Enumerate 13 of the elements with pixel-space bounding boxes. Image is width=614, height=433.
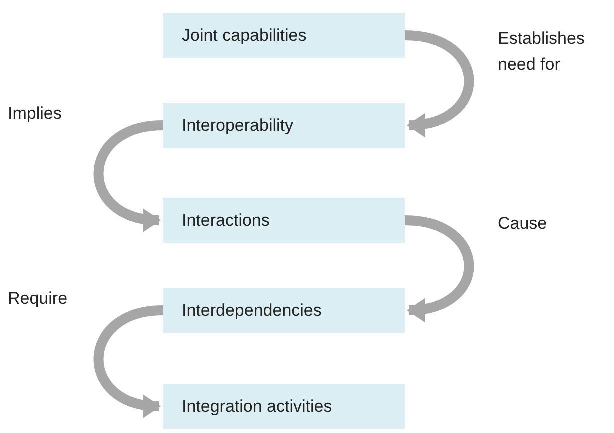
- process-box: Interactions: [163, 198, 405, 243]
- edge-label: Cause: [498, 212, 548, 234]
- process-box: Interdependencies: [163, 288, 405, 333]
- edge-label: Require: [8, 288, 69, 310]
- edge-label: Establishes need for: [498, 28, 586, 76]
- edge-label: Implies: [8, 102, 63, 124]
- curved-arrow: [94, 120, 164, 231]
- process-box: Joint capabilities: [163, 13, 405, 58]
- process-box: Interoperability: [163, 103, 405, 148]
- curved-arrow: [404, 30, 474, 136]
- process-box: Integration activities: [163, 384, 405, 429]
- curved-arrow: [94, 306, 164, 417]
- curved-arrow: [404, 216, 474, 321]
